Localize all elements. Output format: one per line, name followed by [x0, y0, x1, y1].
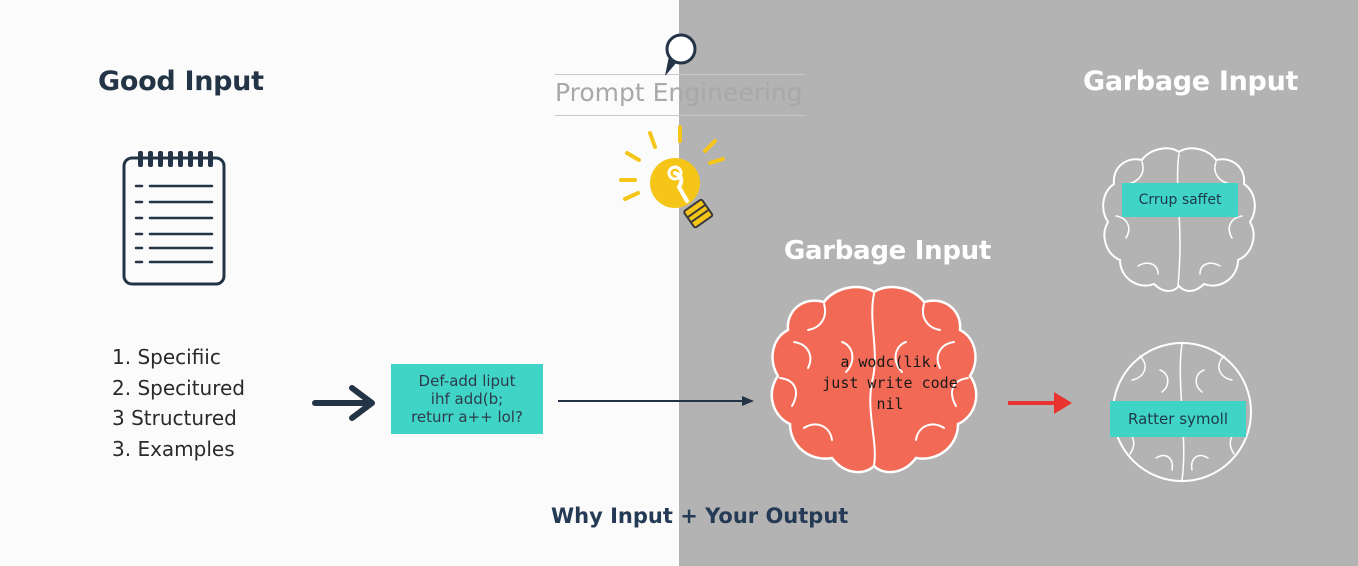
good-input-heading: Good Input	[98, 66, 264, 97]
prompt-engineering-title: Prompt Engineering	[555, 78, 803, 107]
brain-icon	[770, 285, 978, 474]
bottom-caption: Why Input + Your Output	[551, 504, 849, 528]
garbage-input-panel	[679, 0, 1358, 566]
code-line: ihf add(b;	[430, 390, 504, 408]
title-bottom-rule	[555, 115, 805, 116]
notepad-icon	[122, 151, 226, 286]
connector-arrow-icon	[558, 396, 754, 406]
brain-label-bottom: Ratter symoll	[1110, 401, 1246, 437]
list-item: 3 Structured	[112, 406, 237, 430]
brain-label-top: Crrup saffet	[1122, 183, 1238, 217]
search-icon	[665, 33, 697, 76]
brain-outline-icon	[1102, 147, 1256, 292]
good-input-list: 1. Specifiic 2. Specitured 3 Structured …	[112, 342, 245, 464]
list-item: 2. Specitured	[112, 375, 245, 400]
brain-text-line: nil	[876, 395, 904, 413]
good-input-panel	[0, 0, 679, 566]
brain-text-line: just write code	[822, 374, 958, 392]
arrow-right-icon	[312, 385, 375, 421]
lightbulb-icon	[619, 125, 725, 229]
code-snippet-box: Def-add liput ihf add(b; returr a++ lol?	[391, 364, 543, 434]
code-line: Def-add liput	[418, 372, 516, 390]
brain-text: a wodc(lik. just write code nil	[790, 352, 990, 415]
title-top-rule	[555, 74, 805, 75]
garbage-input-heading-middle: Garbage Input	[784, 236, 991, 266]
brain-text-line: a wodc(lik.	[840, 353, 940, 371]
garbage-input-heading-right: Garbage Input	[1083, 66, 1299, 97]
list-item: 1. Specifiic	[112, 345, 221, 369]
code-line: returr a++ lol?	[411, 408, 523, 426]
list-item: 3. Examples	[112, 436, 235, 461]
red-arrow-icon	[1008, 392, 1072, 414]
